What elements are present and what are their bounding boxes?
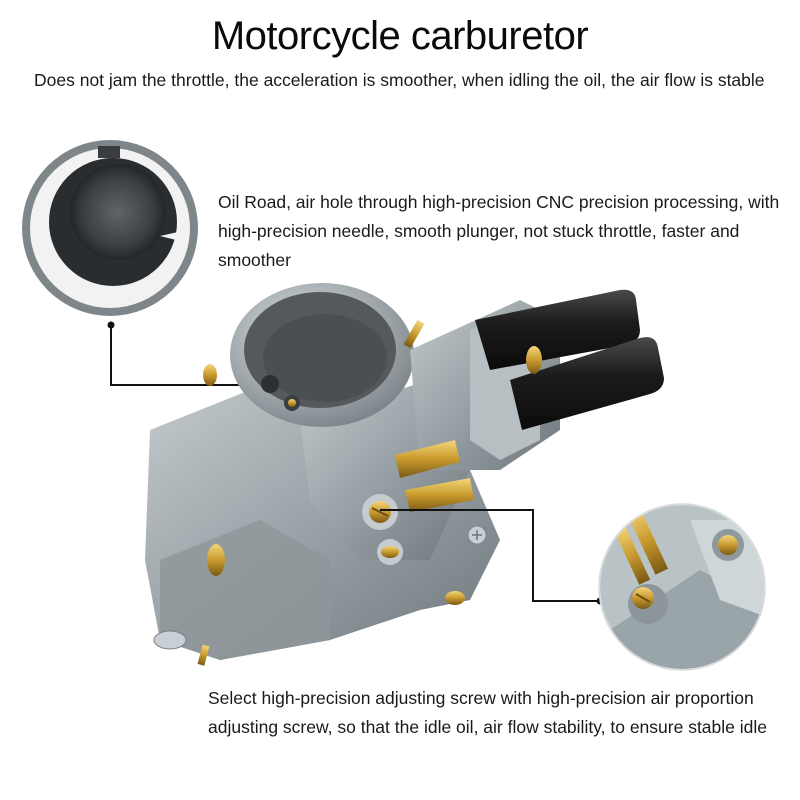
callout-intake-bore-text: Oil Road, air hole through high-precisio… <box>218 192 780 270</box>
adjusting-screw-detail-image <box>598 503 766 671</box>
intake-bore-detail-image <box>22 140 198 316</box>
page-subtitle: Does not jam the throttle, the accelerat… <box>34 70 765 90</box>
callout-adjusting-screw-text: Select high-precision adjusting screw wi… <box>208 688 767 737</box>
leader-line-intake <box>107 321 245 386</box>
carburetor-image <box>145 283 664 666</box>
page-title: Motorcycle carburetor <box>211 14 589 58</box>
